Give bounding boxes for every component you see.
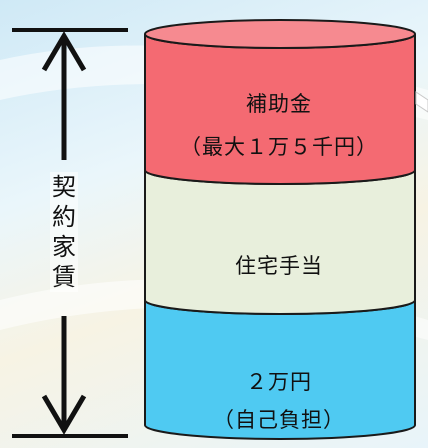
- stacked-cylinder: [144, 19, 416, 440]
- dimension-arrow: [12, 28, 128, 438]
- top-segment-label-line2: （最大１万５千円）: [180, 135, 378, 159]
- right-edge-arrow-fragment: [415, 91, 428, 113]
- middle-segment-label: 住宅手当: [235, 254, 323, 278]
- arrow-head-up: [41, 31, 87, 72]
- bottom-segment-label-line1: ２万円: [246, 370, 312, 394]
- top-cap: [144, 19, 416, 49]
- bottom-segment-label-line2: （自己負担）: [213, 408, 345, 432]
- contract-rent-label: 契約家賃: [50, 172, 78, 292]
- top-segment-label-line1: 補助金: [246, 92, 312, 116]
- middle-segment: [144, 169, 416, 315]
- arrow-head-down: [41, 394, 87, 435]
